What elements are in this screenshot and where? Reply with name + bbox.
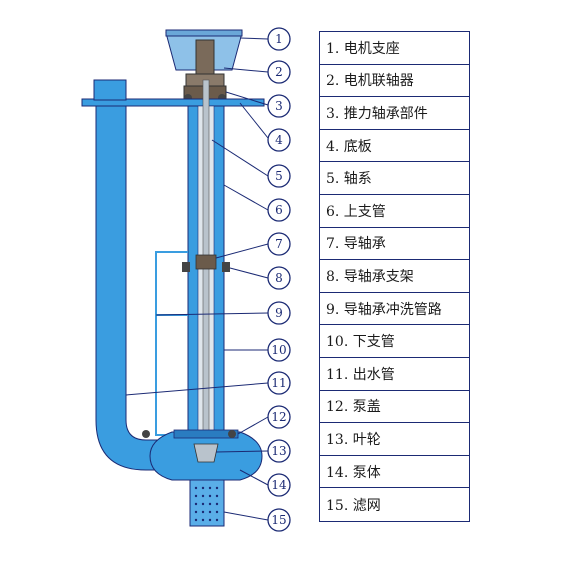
legend-item-9: 9. 导轴承冲洗管路 [320, 293, 469, 326]
outlet-pipe [93, 79, 181, 471]
legend-item-10: 10. 下支管 [320, 325, 469, 358]
svg-text:1: 1 [275, 32, 283, 46]
svg-text:15: 15 [271, 513, 286, 527]
svg-text:6: 6 [275, 203, 283, 217]
legend-item-8: 8. 导轴承支架 [320, 260, 469, 293]
legend-item-2: 2. 电机联轴器 [320, 65, 469, 98]
svg-text:10: 10 [271, 343, 286, 357]
callout-11: 11 [267, 371, 291, 395]
legend-item-1: 1. 电机支座 [320, 32, 469, 65]
legend-item-12: 12. 泵盖 [320, 391, 469, 424]
callout-12: 12 [267, 405, 291, 429]
legend-item-15: 15. 滤网 [326, 497, 381, 514]
strainer [189, 479, 225, 527]
svg-text:2: 2 [275, 65, 283, 79]
callout-2: 2 [267, 60, 291, 84]
callout-13: 13 [267, 439, 291, 463]
svg-text:3: 3 [275, 99, 283, 113]
legend-item-5: 5. 轴系 [320, 162, 469, 195]
svg-text:14: 14 [271, 478, 287, 492]
callout-14: 14 [267, 473, 291, 497]
callout-1: 1 [267, 27, 291, 51]
svg-text:12: 12 [271, 410, 286, 424]
callout-4: 4 [267, 128, 291, 152]
guide-bearing [182, 254, 230, 272]
legend-item-4: 4. 底板 [320, 130, 469, 163]
legend-item-7: 7. 导轴承 [320, 228, 469, 261]
callout-3: 3 [267, 94, 291, 118]
legend-item-13: 13. 叶轮 [320, 423, 469, 456]
svg-text:7: 7 [275, 237, 283, 251]
svg-text:4: 4 [275, 133, 283, 147]
svg-text:8: 8 [275, 271, 283, 285]
callout-8: 8 [267, 266, 291, 290]
leader-lines [125, 37, 269, 521]
callout-5: 5 [267, 164, 291, 188]
callout-10: 10 [267, 338, 291, 362]
flushing-line [155, 251, 188, 436]
base-plate [81, 98, 265, 107]
legend-item-14: 14. 泵体 [320, 456, 469, 489]
svg-text:11: 11 [271, 376, 286, 390]
legend-item-11: 11. 出水管 [320, 358, 469, 391]
callout-9: 9 [267, 301, 291, 325]
callout-circles: 1 2 3 4 5 6 7 8 9 10 11 12 13 14 15 [267, 27, 291, 532]
pump-casing [142, 429, 263, 481]
svg-text:5: 5 [275, 169, 283, 183]
svg-text:13: 13 [271, 444, 286, 458]
svg-text:9: 9 [275, 306, 283, 320]
callout-7: 7 [267, 232, 291, 256]
callout-6: 6 [267, 198, 291, 222]
parts-legend: 1. 电机支座 2. 电机联轴器 3. 推力轴承部件 4. 底板 5. 轴系 6… [319, 31, 470, 522]
legend-item-3: 3. 推力轴承部件 [320, 97, 469, 130]
callout-15: 15 [267, 508, 291, 532]
legend-item-6: 6. 上支管 [320, 195, 469, 228]
